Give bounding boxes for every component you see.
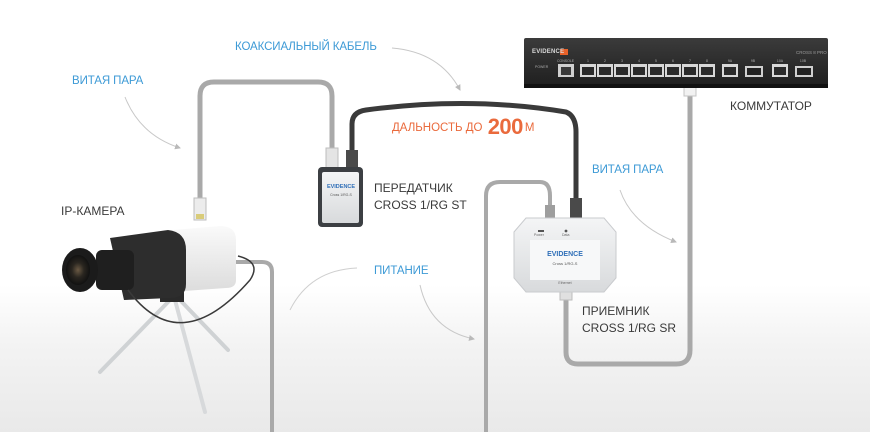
arrow-twisted-pair-right — [619, 189, 677, 243]
ethernet-port-socket — [684, 67, 696, 75]
ethernet-port-socket — [582, 67, 594, 75]
port-number: 2 — [604, 59, 606, 63]
arrow-coax — [391, 47, 461, 91]
arrow-twisted-pair-left — [124, 96, 181, 150]
ethernet-port-socket — [650, 67, 662, 75]
port-number: 5 — [655, 59, 657, 63]
receiver-led-data-label: Data — [562, 233, 570, 237]
receiver-model: CROSS 1/RG SR — [582, 321, 677, 335]
cable-coax — [349, 100, 579, 200]
label-coax-cable: КОАКСИАЛЬНЫЙ КАБЕЛЬ — [235, 41, 377, 53]
transmitter-device — [318, 167, 363, 227]
port-number: 9B — [751, 59, 756, 63]
sfp-port-socket — [747, 68, 761, 75]
arrow-power-left — [289, 267, 358, 311]
ip-camera — [62, 226, 255, 414]
transmitter-caption: ПЕРЕДАТЧИК CROSS 1/RG ST — [374, 180, 467, 214]
receiver-device-caption: Cross 1/RG-S — [552, 261, 578, 266]
cable-twisted-pair-camera — [197, 79, 335, 200]
port-number: 8 — [706, 59, 708, 63]
port-number: 10B — [800, 59, 807, 63]
network-switch: 1 2 3 4 5 6 7 8 9A 9B 10A 10B — [524, 38, 828, 88]
rj45-contacts — [196, 214, 204, 219]
cable-power-camera — [234, 260, 274, 432]
receiver-device — [513, 217, 617, 293]
transmitter-model: CROSS 1/RG ST — [374, 198, 467, 212]
receiver-caption: ПРИЕМНИК CROSS 1/RG SR — [582, 303, 676, 337]
transmitter-device-caption: Cross 1/RG-S — [330, 193, 352, 197]
power-plug-receiver — [545, 205, 555, 221]
ethernet-port-socket — [633, 67, 645, 75]
led-power — [538, 230, 544, 232]
label-twisted-pair-right: ВИТАЯ ПАРА — [592, 164, 664, 176]
port-number: 4 — [638, 59, 640, 63]
port-number: 6 — [672, 59, 674, 63]
cable-twisted-pair-switch — [563, 82, 693, 367]
switch-brand-mark — [560, 49, 568, 55]
cable-power-receiver — [484, 180, 552, 432]
switch-power-label: POWER — [535, 65, 549, 69]
receiver-title: ПРИЕМНИК — [582, 304, 650, 318]
port-number: 1 — [587, 59, 589, 63]
label-power: ПИТАНИЕ — [374, 265, 429, 277]
console-port-socket — [561, 67, 571, 75]
switch-model: CROSS 8 PRO — [796, 50, 827, 55]
label-ip-camera: IP-КАМЕРА — [61, 204, 125, 218]
receiver-port-label: Ethernet — [558, 281, 572, 285]
switch-ports: 1 2 3 4 5 6 7 8 9A 9B 10A 10B — [558, 59, 813, 77]
port-number: 3 — [621, 59, 623, 63]
bnc-connector-receiver — [570, 198, 582, 218]
sfp-port-socket — [797, 68, 811, 75]
receiver-brand: EVIDENCE — [547, 251, 583, 258]
port-number: 9A — [728, 59, 733, 63]
switch-brand: EVIDENCE — [532, 49, 565, 55]
range-unit: М — [524, 122, 535, 134]
ethernet-port-socket — [701, 67, 713, 75]
uplink-ethernet-socket — [724, 67, 736, 75]
label-switch: КОММУТАТОР — [730, 99, 812, 113]
bnc-connector-transmitter — [346, 150, 358, 170]
receiver-led-power-label: Power — [534, 233, 544, 237]
switch-console-label: CONSOLE — [557, 59, 575, 63]
range-prefix: ДАЛЬНОСТЬ ДО — [392, 122, 483, 134]
led-data — [564, 229, 568, 233]
port-number: 7 — [689, 59, 691, 63]
uplink-ethernet-socket — [774, 67, 786, 75]
rj45-plug-transmitter — [325, 147, 339, 169]
range-value: 200 — [487, 114, 524, 139]
transmitter-title: ПЕРЕДАТЧИК — [374, 181, 453, 195]
port-number: 10A — [777, 59, 784, 63]
transmitter-brand: EVIDENCE — [326, 184, 356, 190]
ethernet-port-socket — [667, 67, 679, 75]
ethernet-port-socket — [616, 67, 628, 75]
label-twisted-pair-left: ВИТАЯ ПАРА — [72, 75, 144, 87]
ethernet-port-socket — [599, 67, 611, 75]
arrow-power-right — [419, 284, 475, 341]
